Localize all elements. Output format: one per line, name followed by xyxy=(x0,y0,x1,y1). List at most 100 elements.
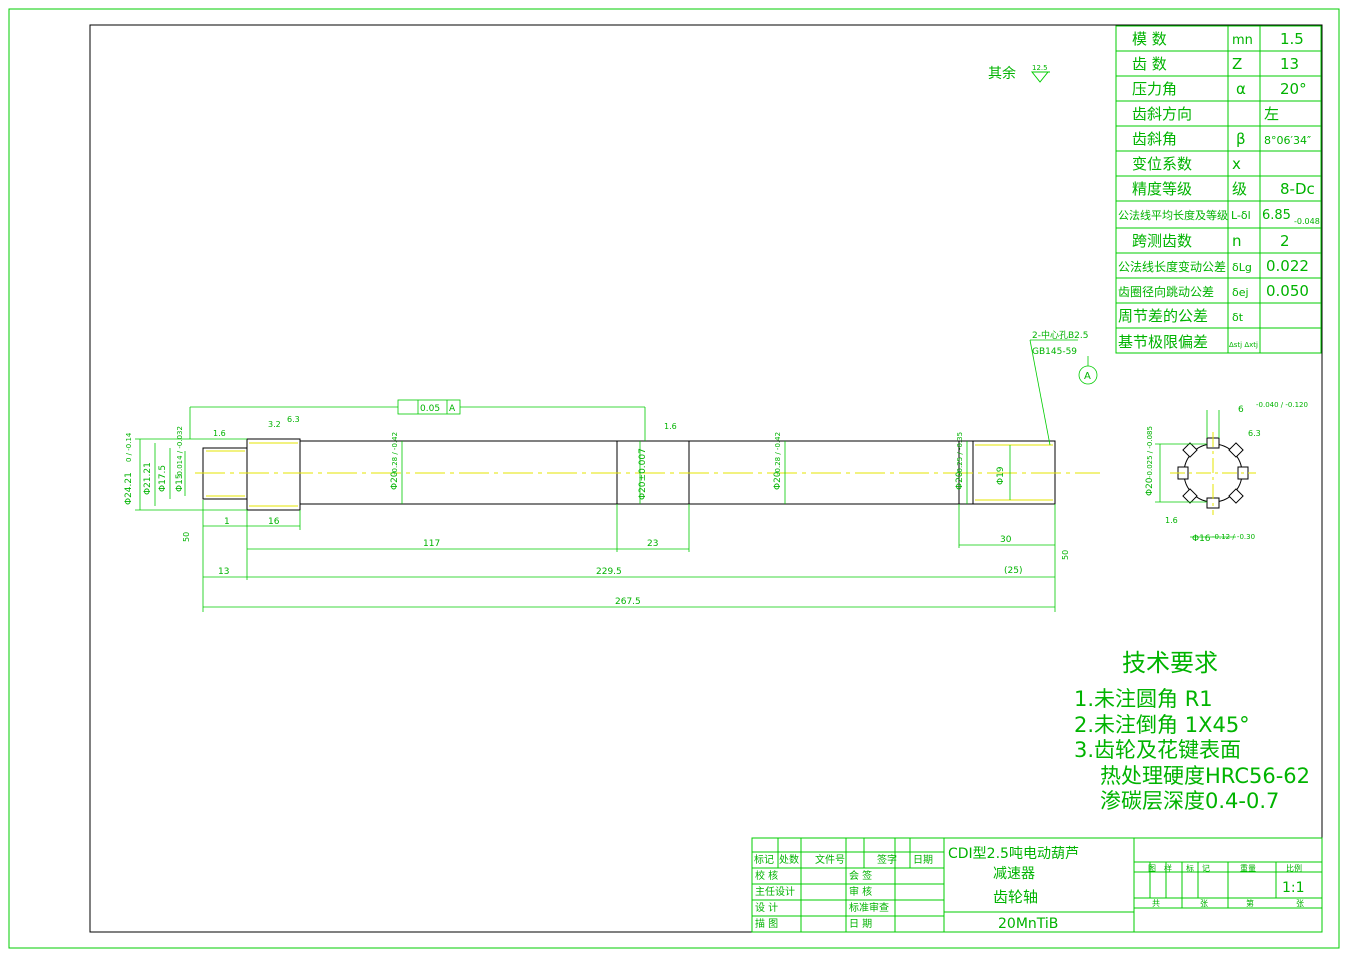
svg-text:标: 标 xyxy=(1186,863,1194,873)
svg-text:α: α xyxy=(1236,80,1246,98)
svg-text:日期: 日期 xyxy=(913,854,933,866)
svg-text:热处理硬度HRC56-62: 热处理硬度HRC56-62 xyxy=(1100,764,1310,788)
title-block xyxy=(751,837,1323,933)
svg-text:-0.28 / -0.42: -0.28 / -0.42 xyxy=(391,432,399,475)
dimension-text: Φ24.21 0 / -0.14 Φ21.21 Φ17.5 Φ15 -0.014… xyxy=(124,329,1091,607)
svg-text:文件号: 文件号 xyxy=(815,853,845,866)
svg-text:Φ20±0.007: Φ20±0.007 xyxy=(638,448,648,500)
svg-text:左: 左 xyxy=(1264,105,1279,123)
svg-text:样: 样 xyxy=(1164,863,1172,873)
svg-text:日 期: 日 期 xyxy=(849,918,872,930)
svg-text:δLg: δLg xyxy=(1232,261,1252,274)
svg-text:-0.25 / -0.35: -0.25 / -0.35 xyxy=(956,432,964,475)
svg-text:公法线平均长度及等级: 公法线平均长度及等级 xyxy=(1118,208,1228,222)
svg-text:Φ20: Φ20 xyxy=(955,471,965,490)
svg-text:β: β xyxy=(1236,130,1246,148)
svg-text:0.050: 0.050 xyxy=(1266,282,1309,300)
svg-text:精度等级: 精度等级 xyxy=(1132,180,1192,198)
svg-text:Φ19: Φ19 xyxy=(996,466,1006,485)
svg-text:0 / -0.14: 0 / -0.14 xyxy=(125,432,133,462)
svg-text:117: 117 xyxy=(423,539,440,549)
svg-text:12.5: 12.5 xyxy=(1032,64,1048,72)
svg-text:第: 第 xyxy=(1246,898,1254,908)
svg-text:1.6: 1.6 xyxy=(213,429,226,438)
svg-text:比例: 比例 xyxy=(1286,863,1302,873)
svg-text:压力角: 压力角 xyxy=(1132,80,1177,98)
svg-text:齿斜角: 齿斜角 xyxy=(1132,130,1177,148)
svg-text:-0.048: -0.048 xyxy=(1294,217,1320,226)
svg-text:50: 50 xyxy=(182,532,191,542)
dimension-lines xyxy=(135,339,1098,612)
svg-text:记: 记 xyxy=(1202,864,1210,873)
svg-text:1.6: 1.6 xyxy=(1165,516,1178,525)
svg-text:处数: 处数 xyxy=(779,853,799,866)
surface-note: 其余 12.5 xyxy=(988,64,1050,83)
svg-text:渗碳层深度0.4-0.7: 渗碳层深度0.4-0.7 xyxy=(1100,789,1279,813)
svg-text:级: 级 xyxy=(1232,180,1247,198)
svg-text:mn: mn xyxy=(1232,33,1253,48)
svg-text:Φ20: Φ20 xyxy=(390,471,400,490)
svg-text:跨测齿数: 跨测齿数 xyxy=(1132,232,1192,250)
svg-text:1.5: 1.5 xyxy=(1280,30,1304,48)
svg-text:6: 6 xyxy=(1238,405,1244,415)
svg-text:张: 张 xyxy=(1296,899,1304,908)
gear-teeth xyxy=(206,442,1053,507)
svg-text:CDⅠ型2.5吨电动葫芦: CDⅠ型2.5吨电动葫芦 xyxy=(948,846,1079,862)
svg-text:0.05: 0.05 xyxy=(420,404,440,414)
svg-text:6.3: 6.3 xyxy=(287,415,300,424)
param-table xyxy=(1115,25,1322,354)
svg-text:模 数: 模 数 xyxy=(1132,30,1167,48)
svg-text:审 核: 审 核 xyxy=(849,885,872,898)
svg-text:16: 16 xyxy=(268,517,280,527)
svg-text:3.2: 3.2 xyxy=(268,420,281,429)
svg-text:n: n xyxy=(1232,232,1242,250)
svg-text:30: 30 xyxy=(1000,535,1012,545)
svg-text:Φ21.21: Φ21.21 xyxy=(143,462,153,495)
svg-text:技术要求: 技术要求 xyxy=(1122,649,1218,677)
tech-requirements: 技术要求 1.未注圆角 R1 2.未注倒角 1X45° 3.齿轮及花键表面 热处… xyxy=(1074,649,1310,813)
svg-text:设 计: 设 计 xyxy=(755,901,778,914)
svg-text:267.5: 267.5 xyxy=(615,597,641,607)
svg-text:齿 数: 齿 数 xyxy=(1132,55,1167,73)
svg-text:-0.025 / -0.085: -0.025 / -0.085 xyxy=(1146,426,1154,478)
svg-text:Δstj Δxtj: Δstj Δxtj xyxy=(1229,341,1258,349)
svg-text:0.022: 0.022 xyxy=(1266,257,1309,275)
svg-text:图: 图 xyxy=(1148,864,1156,873)
svg-text:签字: 签字 xyxy=(877,853,897,866)
outer-border xyxy=(8,8,1340,949)
svg-text:-0.28 / -0.42: -0.28 / -0.42 xyxy=(774,432,782,475)
svg-text:23: 23 xyxy=(647,539,658,549)
svg-text:δt: δt xyxy=(1232,311,1244,324)
shaft-outline xyxy=(202,438,1056,511)
svg-text:周节差的公差: 周节差的公差 xyxy=(1118,307,1208,325)
svg-text:3.齿轮及花键表面: 3.齿轮及花键表面 xyxy=(1074,738,1241,762)
svg-text:GB145-59: GB145-59 xyxy=(1032,347,1077,357)
svg-text:x: x xyxy=(1232,155,1241,173)
svg-text:6.85: 6.85 xyxy=(1262,208,1291,223)
svg-text:13: 13 xyxy=(218,567,229,577)
svg-text:齿轮轴: 齿轮轴 xyxy=(993,888,1038,906)
svg-text:基节极限偏差: 基节极限偏差 xyxy=(1118,333,1208,351)
svg-text:Φ24.21: Φ24.21 xyxy=(124,472,134,505)
svg-text:Φ17.5: Φ17.5 xyxy=(158,465,168,492)
svg-text:8°06′34″: 8°06′34″ xyxy=(1264,134,1311,147)
inner-border xyxy=(89,24,1323,933)
svg-text:1.6: 1.6 xyxy=(664,422,677,431)
svg-text:-0.12 / -0.30: -0.12 / -0.30 xyxy=(1212,533,1255,541)
svg-text:2-中心孔B2.5: 2-中心孔B2.5 xyxy=(1032,329,1088,341)
svg-text:δej: δej xyxy=(1232,286,1249,299)
svg-text:-0.014 / -0.032: -0.014 / -0.032 xyxy=(176,426,184,478)
svg-text:重量: 重量 xyxy=(1240,863,1256,873)
svg-text:标记: 标记 xyxy=(754,854,774,866)
svg-text:Φ20: Φ20 xyxy=(773,471,783,490)
svg-text:Φ20: Φ20 xyxy=(1145,477,1155,496)
svg-text:会 签: 会 签 xyxy=(849,869,872,882)
svg-text:8-Dc: 8-Dc xyxy=(1280,180,1315,198)
svg-text:Φ15: Φ15 xyxy=(175,473,185,492)
svg-text:张: 张 xyxy=(1200,899,1208,908)
spline-section: Φ20 -0.025 / -0.085 6 -0.040 / -0.120 Φ1… xyxy=(1145,401,1308,544)
svg-text:A: A xyxy=(449,404,456,414)
svg-text:减速器: 减速器 xyxy=(993,866,1035,882)
svg-text:标准审查: 标准审查 xyxy=(849,901,889,914)
